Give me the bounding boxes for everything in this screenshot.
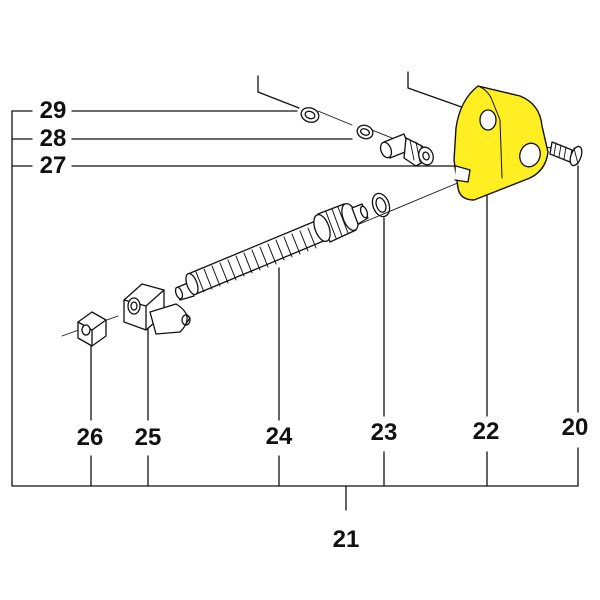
washer-29 <box>300 107 320 123</box>
callout-23: 23 <box>370 419 398 446</box>
washer-28 <box>356 124 374 140</box>
callout-28: 28 <box>39 125 67 152</box>
top-reference-lines <box>257 71 471 111</box>
callout-22: 22 <box>472 418 500 445</box>
leaders-left <box>11 110 456 167</box>
nut-sleeve-25 <box>123 283 191 335</box>
screw-20 <box>549 141 583 167</box>
callout-27: 27 <box>39 152 67 179</box>
leaders-bottom <box>90 165 579 487</box>
callout-24: 24 <box>265 423 293 450</box>
square-nut-26 <box>77 311 107 347</box>
group-bracket <box>11 110 579 511</box>
callout-21: 21 <box>332 526 360 553</box>
callout-25: 25 <box>134 424 162 451</box>
callout-26: 26 <box>76 424 104 451</box>
washer-23 <box>371 192 391 218</box>
small-gear-27 <box>379 133 434 167</box>
bracket-plate-22 <box>453 85 549 201</box>
callout-20: 20 <box>561 414 589 441</box>
callout-29: 29 <box>39 97 67 124</box>
worm-shaft-24 <box>174 202 369 301</box>
